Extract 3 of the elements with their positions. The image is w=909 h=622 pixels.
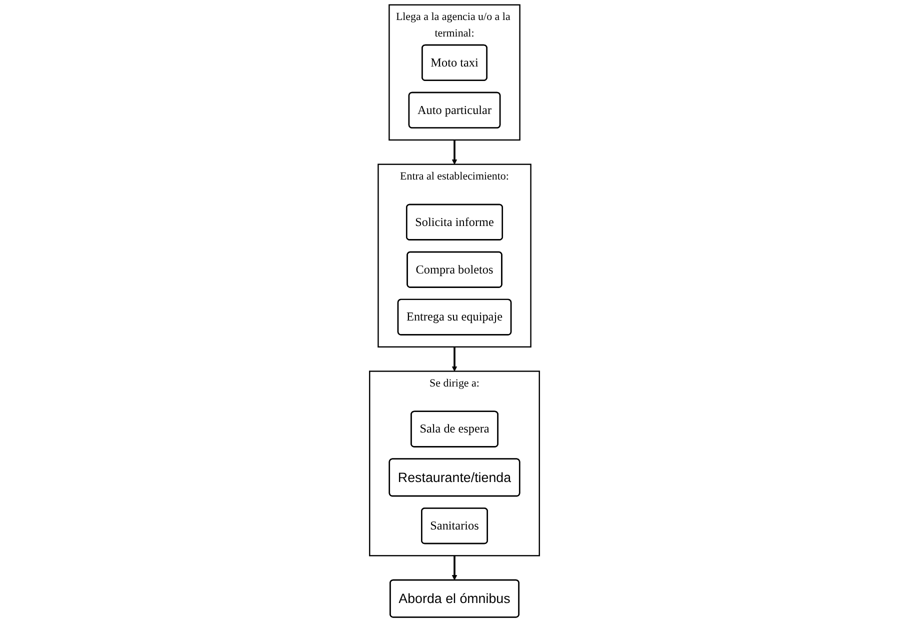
arrow: [452, 140, 458, 165]
arrow: [452, 346, 458, 372]
arrow: [452, 556, 458, 580]
